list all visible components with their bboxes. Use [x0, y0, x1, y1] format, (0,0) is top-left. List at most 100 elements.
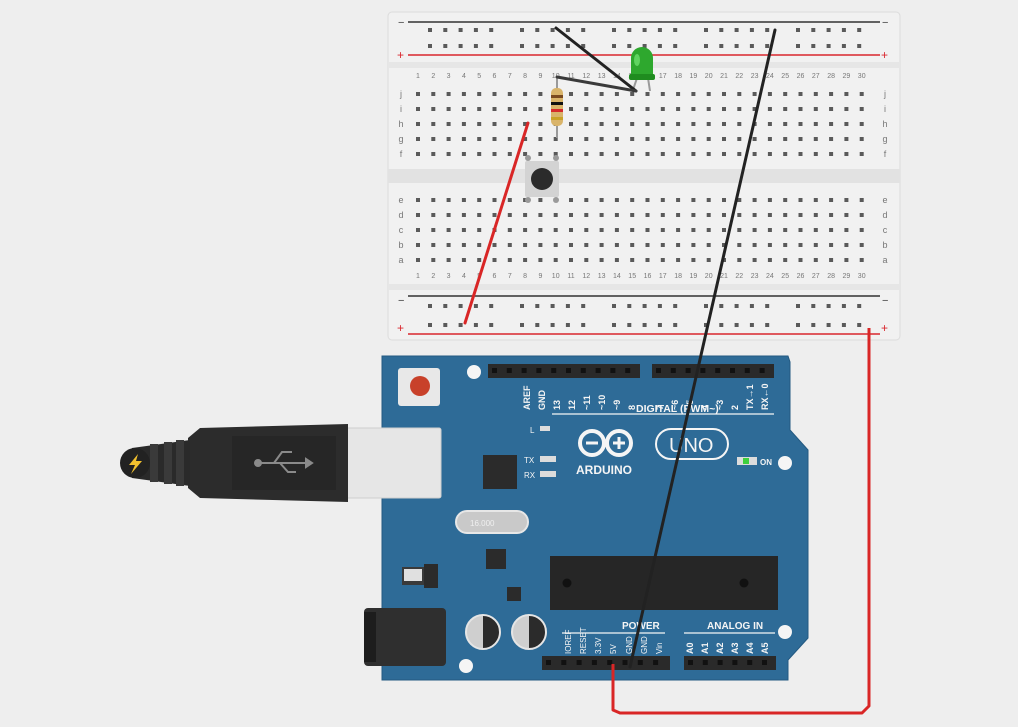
breadboard-hole[interactable]	[752, 92, 757, 96]
breadboard-hole[interactable]	[431, 213, 436, 217]
breadboard-hole[interactable]	[673, 323, 678, 327]
header-socket[interactable]	[653, 660, 659, 665]
breadboard-hole[interactable]	[614, 107, 619, 111]
breadboard-hole[interactable]	[428, 323, 432, 327]
wire-black-led-2[interactable]	[555, 75, 638, 93]
breadboard-hole[interactable]	[461, 228, 466, 232]
breadboard-hole[interactable]	[630, 198, 635, 202]
breadboard-hole[interactable]	[507, 107, 512, 111]
breadboard-hole[interactable]	[461, 258, 466, 262]
breadboard-hole[interactable]	[535, 44, 540, 48]
breadboard-hole[interactable]	[507, 213, 512, 217]
breadboard-hole[interactable]	[550, 323, 555, 327]
breadboard-hole[interactable]	[767, 198, 772, 202]
breadboard-hole[interactable]	[844, 258, 849, 262]
breadboard-hole[interactable]	[599, 213, 604, 217]
breadboard-hole[interactable]	[859, 92, 864, 96]
breadboard-hole[interactable]	[765, 323, 770, 327]
breadboard-hole[interactable]	[416, 122, 420, 126]
wire-red-5v[interactable]	[611, 328, 871, 715]
pushbutton[interactable]	[525, 155, 559, 203]
breadboard-hole[interactable]	[660, 152, 665, 156]
breadboard-hole[interactable]	[627, 28, 632, 32]
breadboard-hole[interactable]	[492, 258, 497, 262]
breadboard-hole[interactable]	[569, 258, 573, 262]
breadboard-hole[interactable]	[538, 137, 543, 141]
breadboard-hole[interactable]	[657, 28, 662, 32]
analog-header[interactable]	[684, 656, 776, 670]
breadboard-hole[interactable]	[765, 28, 770, 32]
breadboard-hole[interactable]	[813, 92, 818, 96]
breadboard-hole[interactable]	[477, 107, 482, 111]
breadboard-hole[interactable]	[676, 198, 681, 202]
header-socket[interactable]	[747, 660, 753, 665]
breadboard-hole[interactable]	[691, 258, 696, 262]
breadboard-hole[interactable]	[645, 198, 650, 202]
breadboard-hole[interactable]	[416, 228, 420, 232]
header-socket[interactable]	[762, 660, 767, 665]
breadboard-hole[interactable]	[798, 152, 803, 156]
breadboard-hole[interactable]	[722, 198, 726, 202]
breadboard-hole[interactable]	[630, 213, 635, 217]
header-socket[interactable]	[702, 660, 708, 665]
breadboard-hole[interactable]	[627, 304, 632, 308]
breadboard-hole[interactable]	[569, 243, 573, 247]
breadboard-hole[interactable]	[722, 137, 726, 141]
breadboard-hole[interactable]	[826, 304, 831, 308]
breadboard-hole[interactable]	[813, 258, 818, 262]
breadboard-hole[interactable]	[783, 92, 788, 96]
breadboard-hole[interactable]	[796, 323, 800, 327]
header-socket[interactable]	[688, 660, 693, 665]
breadboard-hole[interactable]	[446, 92, 451, 96]
breadboard-hole[interactable]	[691, 137, 696, 141]
breadboard-hole[interactable]	[719, 28, 724, 32]
breadboard-hole[interactable]	[841, 304, 846, 308]
breadboard-hole[interactable]	[614, 213, 619, 217]
breadboard-hole[interactable]	[691, 243, 696, 247]
breadboard-hole[interactable]	[752, 243, 757, 247]
breadboard-hole[interactable]	[507, 228, 512, 232]
breadboard-hole[interactable]	[657, 304, 662, 308]
breadboard-hole[interactable]	[614, 258, 619, 262]
breadboard-hole[interactable]	[565, 28, 570, 32]
breadboard-hole[interactable]	[857, 304, 862, 308]
breadboard-hole[interactable]	[660, 243, 665, 247]
breadboard-hole[interactable]	[645, 213, 650, 217]
breadboard-hole[interactable]	[767, 137, 772, 141]
breadboard-hole[interactable]	[734, 44, 739, 48]
breadboard-hole[interactable]	[538, 122, 543, 126]
breadboard-hole[interactable]	[737, 228, 742, 232]
breadboard-hole[interactable]	[813, 137, 818, 141]
breadboard-hole[interactable]	[473, 323, 478, 327]
breadboard-hole[interactable]	[660, 122, 665, 126]
breadboard-hole[interactable]	[706, 107, 711, 111]
header-socket[interactable]	[715, 368, 721, 373]
breadboard-hole[interactable]	[507, 137, 512, 141]
breadboard-hole[interactable]	[612, 28, 616, 32]
breadboard-hole[interactable]	[722, 92, 726, 96]
breadboard-hole[interactable]	[520, 304, 524, 308]
breadboard-hole[interactable]	[829, 198, 834, 202]
breadboard-hole[interactable]	[538, 107, 543, 111]
breadboard-hole[interactable]	[829, 107, 834, 111]
breadboard-hole[interactable]	[553, 213, 558, 217]
breadboard-hole[interactable]	[612, 323, 616, 327]
breadboard-hole[interactable]	[431, 228, 436, 232]
breadboard-hole[interactable]	[630, 243, 635, 247]
breadboard-hole[interactable]	[428, 28, 432, 32]
breadboard-hole[interactable]	[765, 304, 770, 308]
breadboard-hole[interactable]	[706, 243, 711, 247]
breadboard-hole[interactable]	[492, 122, 497, 126]
breadboard-hole[interactable]	[443, 323, 448, 327]
breadboard-hole[interactable]	[416, 198, 420, 202]
breadboard-hole[interactable]	[734, 304, 739, 308]
breadboard-hole[interactable]	[859, 243, 864, 247]
breadboard-hole[interactable]	[473, 304, 478, 308]
breadboard-hole[interactable]	[569, 107, 573, 111]
header-socket[interactable]	[625, 368, 631, 373]
breadboard-hole[interactable]	[538, 92, 543, 96]
breadboard-hole[interactable]	[767, 107, 772, 111]
breadboard-hole[interactable]	[691, 122, 696, 126]
breadboard-hole[interactable]	[657, 44, 662, 48]
breadboard-hole[interactable]	[734, 323, 739, 327]
